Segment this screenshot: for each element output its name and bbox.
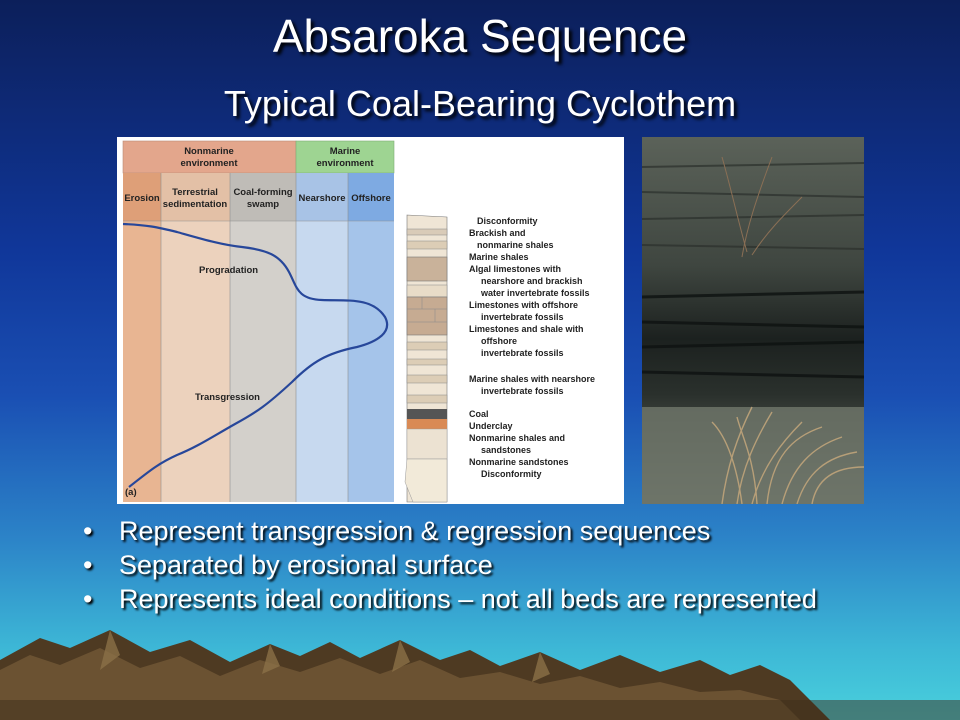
- coal-swamp-label-line2: swamp: [247, 199, 279, 210]
- cyclothem-diagram-svg: Nonmarine environment Marine environment…: [122, 140, 595, 503]
- bullet-item: •Represent transgression & regression se…: [83, 516, 711, 546]
- marine-header-line1: Marine: [330, 146, 361, 157]
- strata-label: invertebrate fossils: [481, 386, 564, 396]
- strata-label: Disconformity: [481, 469, 542, 479]
- erosion-header: [123, 173, 161, 221]
- coal-outcrop-photo: [642, 137, 864, 504]
- strata-label: Disconformity: [477, 216, 538, 226]
- nonmarine-header: [122, 140, 297, 174]
- coal-swamp-label-line1: Coal-forming: [233, 187, 292, 198]
- terrestrial-label-line1: Terrestrial: [172, 187, 218, 198]
- underclay-bed: [407, 419, 447, 429]
- offshore-column: [348, 173, 394, 502]
- strata-labels: Disconformity Brackish and nonmarine sha…: [469, 216, 595, 479]
- offshore-header: [348, 173, 394, 221]
- nonmarine-header-line2: environment: [180, 158, 238, 169]
- strata-label: Nonmarine shales and: [469, 433, 565, 443]
- nonmarine-header-line1: Nonmarine: [184, 146, 234, 157]
- sea-level-curve: [122, 222, 389, 488]
- bullet-item: •Represents ideal conditions – not all b…: [83, 584, 817, 614]
- coal-outcrop-photo-svg: [642, 137, 864, 504]
- coal-swamp-header: [230, 173, 296, 221]
- bullet-text: Represents ideal conditions – not all be…: [119, 584, 817, 614]
- cyclothem-diagram: Nonmarine environment Marine environment…: [117, 137, 624, 504]
- strata-label: Algal limestones with: [469, 264, 561, 274]
- strata-label: sandstones: [481, 445, 531, 455]
- strata-label: Limestones and shale with: [469, 324, 584, 334]
- strata-label: water invertebrate fossils: [480, 288, 590, 298]
- coal-bed: [407, 409, 447, 419]
- offshore-label: Offshore: [351, 193, 391, 204]
- terrestrial-column: [161, 173, 230, 502]
- bullet-text: Separated by erosional surface: [119, 550, 493, 580]
- nearshore-header: [296, 173, 348, 221]
- coal-swamp-column: [230, 173, 296, 502]
- strata-label: invertebrate fossils: [481, 312, 564, 322]
- bullet-list: •Represent transgression & regression se…: [83, 514, 953, 616]
- terrestrial-header: [161, 173, 230, 221]
- terrestrial-label-line2: sedimentation: [163, 199, 228, 210]
- strata-label: Marine shales with nearshore: [469, 374, 595, 384]
- slide-title: Absaroka Sequence: [272, 10, 688, 62]
- strata-label: Limestones with offshore: [469, 300, 578, 310]
- strata-label: Nonmarine sandstones: [469, 457, 569, 467]
- transgression-label: Transgression: [195, 392, 260, 403]
- nearshore-column: [296, 173, 348, 502]
- slide-subtitle: Typical Coal-Bearing Cyclothem: [223, 83, 737, 124]
- strata-label: nearshore and brackish: [481, 276, 583, 286]
- mountain-landscape: [0, 630, 960, 720]
- stratigraphic-column: [404, 214, 448, 503]
- marine-header-line2: environment: [316, 158, 374, 169]
- bullet-item: •Separated by erosional surface: [83, 550, 493, 580]
- panel-label: (a): [125, 487, 137, 498]
- strata-label: Brackish and: [469, 228, 526, 238]
- strata-label: Coal: [469, 409, 489, 419]
- erosion-column: [123, 173, 161, 502]
- strata-label: offshore: [481, 336, 517, 346]
- strata-label: invertebrate fossils: [481, 348, 564, 358]
- marine-header: [295, 140, 395, 174]
- strata-label: nonmarine shales: [477, 240, 554, 250]
- nearshore-label: Nearshore: [299, 193, 346, 204]
- erosion-label: Erosion: [124, 193, 160, 204]
- strata-label: Marine shales: [469, 252, 529, 262]
- progradation-label: Progradation: [199, 265, 258, 276]
- strata-label: Underclay: [469, 421, 513, 431]
- bullet-text: Represent transgression & regression seq…: [119, 516, 711, 546]
